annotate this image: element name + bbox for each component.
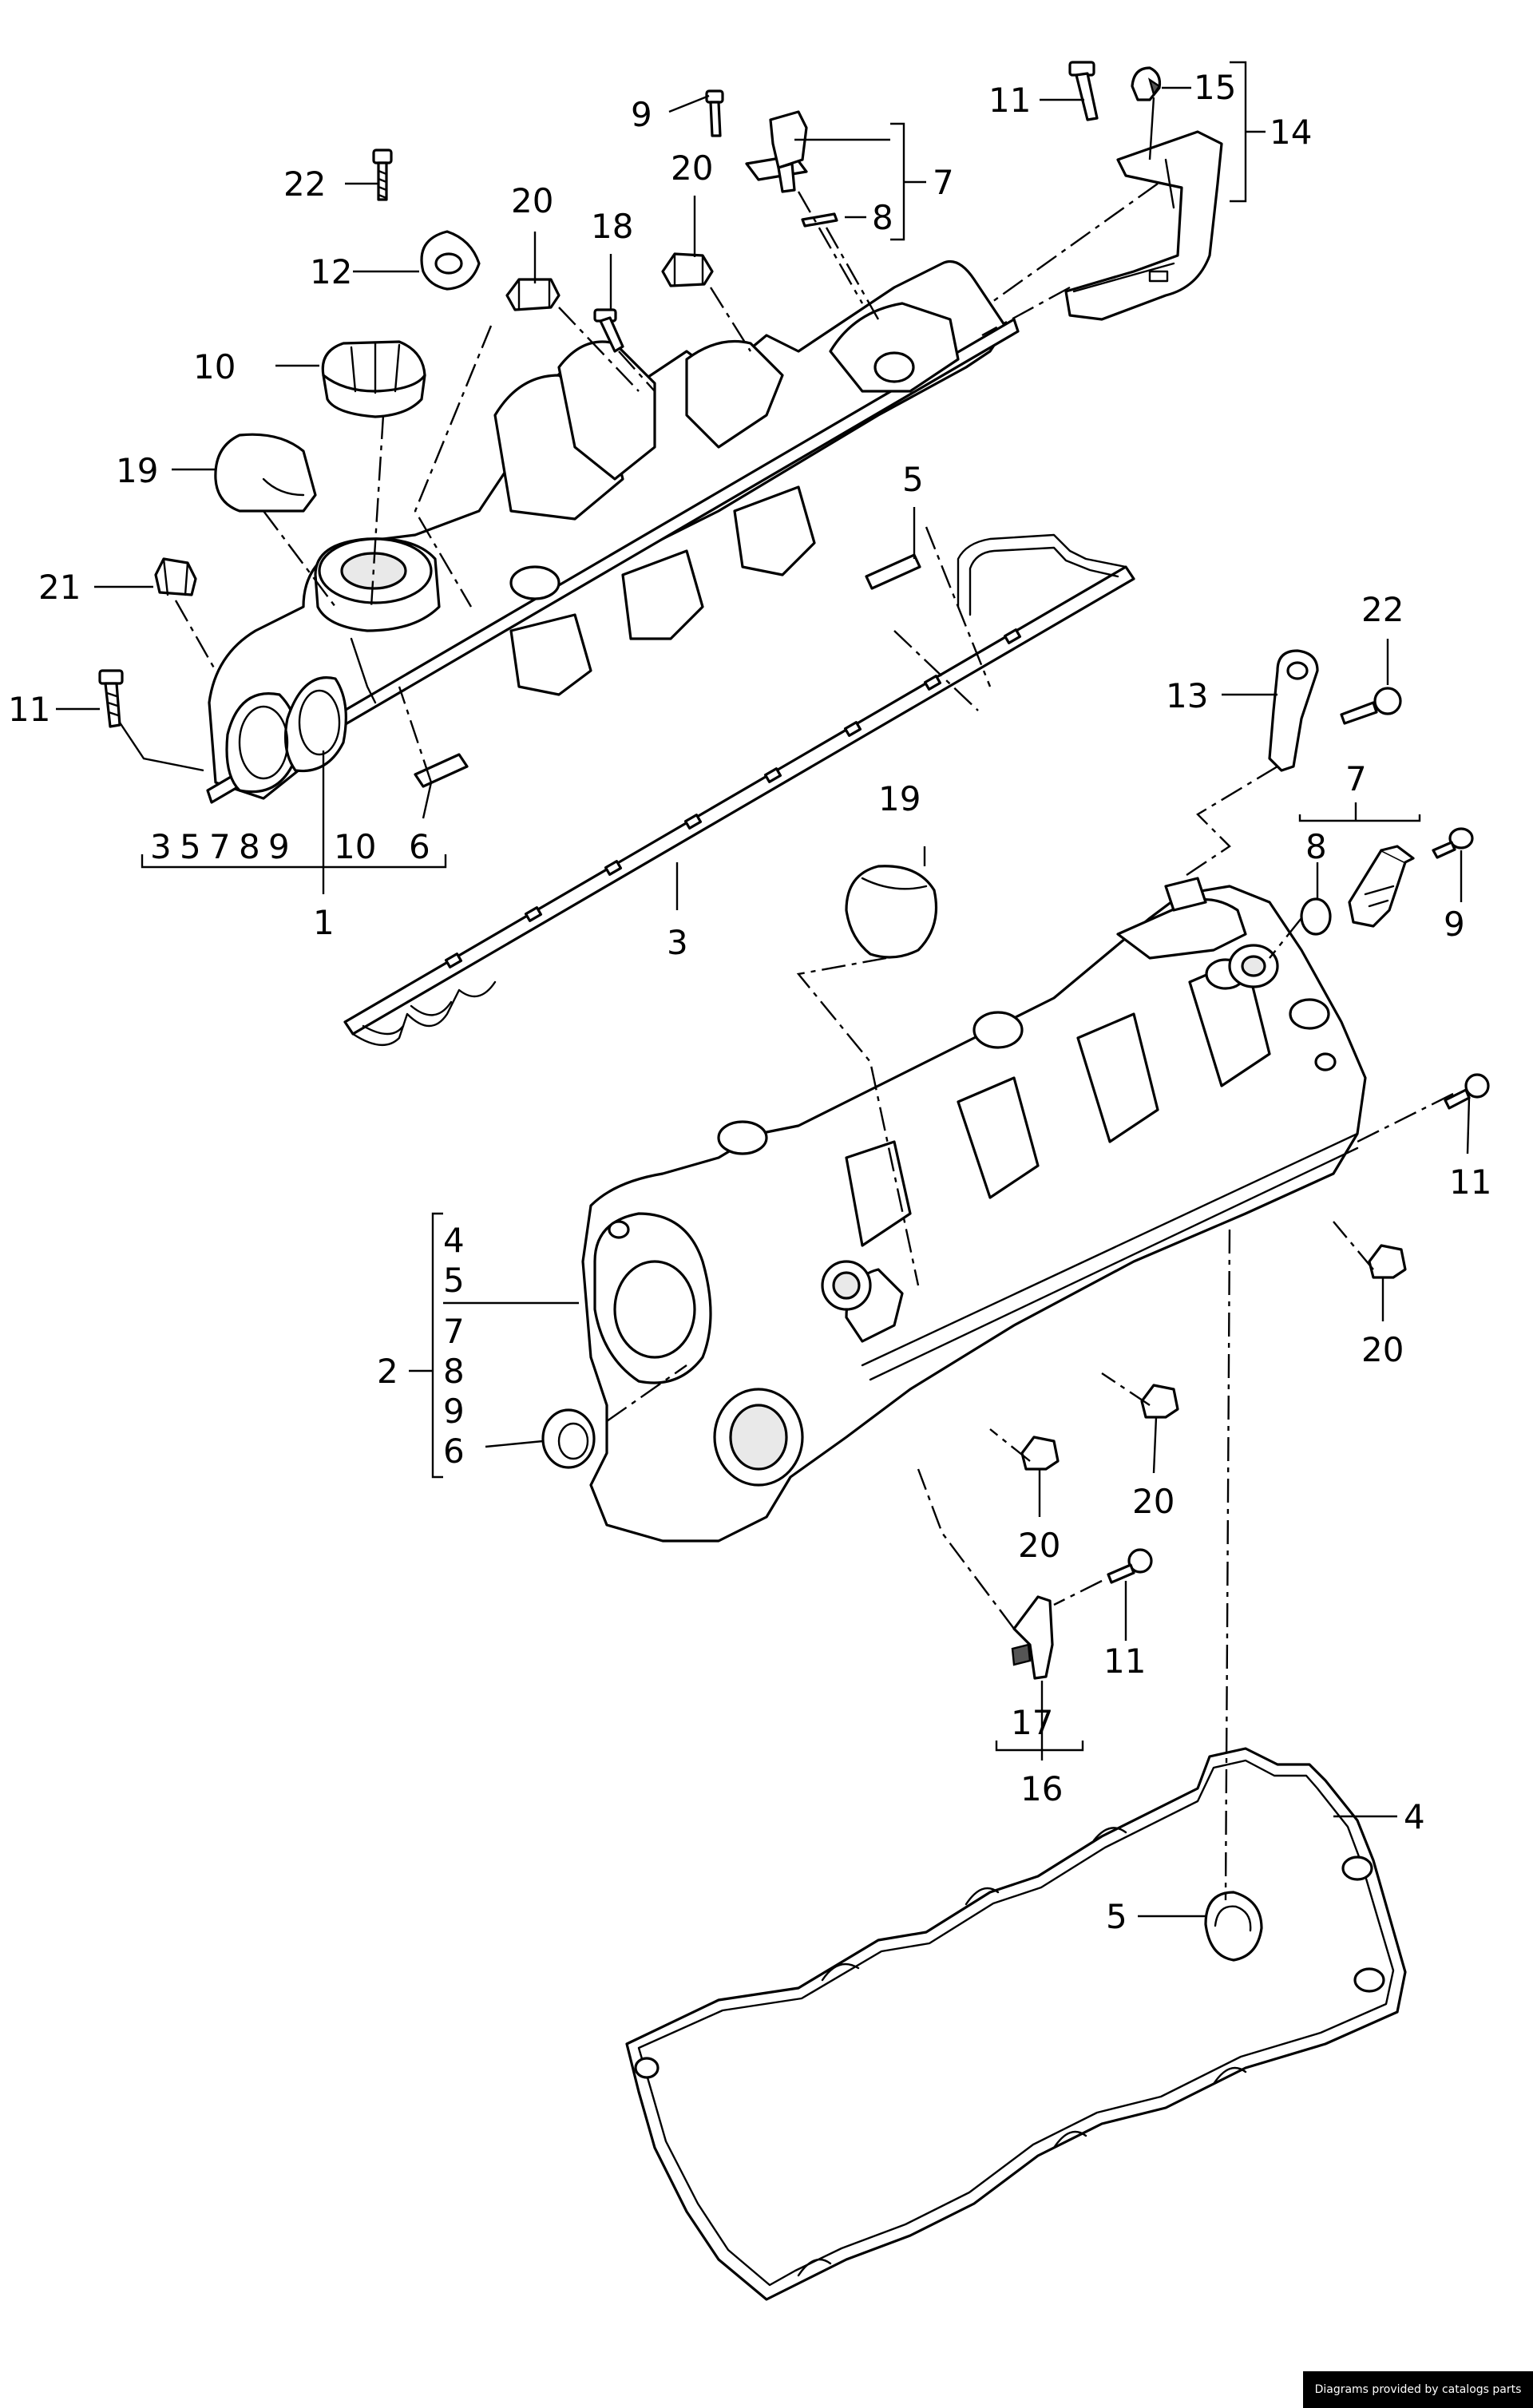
lower-valve-cover bbox=[581, 877, 1367, 1543]
group2-item: 4 bbox=[443, 1221, 465, 1260]
clip-20-b bbox=[661, 252, 714, 287]
ring-5-bottom bbox=[1204, 1891, 1263, 1962]
bolt-22-top bbox=[372, 149, 393, 201]
callout-4: 4 bbox=[1404, 1797, 1425, 1836]
callout-11-right: 11 bbox=[1449, 1162, 1491, 1202]
callout-8-right: 8 bbox=[1305, 827, 1327, 866]
group2-item: 6 bbox=[443, 1432, 465, 1471]
callout-5-bottom: 5 bbox=[1106, 1897, 1127, 1936]
bolt-18 bbox=[593, 308, 624, 353]
callout-20-e: 20 bbox=[1018, 1526, 1060, 1565]
credit-badge: Diagrams provided by catalogs parts bbox=[1303, 2371, 1533, 2408]
callout-10: 10 bbox=[193, 347, 236, 386]
callout-7-right: 7 bbox=[1345, 759, 1367, 798]
bracket-14 bbox=[1064, 130, 1223, 321]
callout-11-lower: 11 bbox=[1103, 1642, 1146, 1681]
bolt-9-top bbox=[705, 89, 724, 137]
callout-11-left: 11 bbox=[8, 690, 50, 729]
callout-18: 18 bbox=[591, 207, 633, 246]
callout-13: 13 bbox=[1166, 676, 1208, 715]
callout-2: 2 bbox=[377, 1352, 398, 1391]
gasket-3 bbox=[343, 533, 1135, 1047]
washer-12 bbox=[420, 230, 481, 291]
ring-6-top bbox=[414, 753, 469, 788]
leader-lines bbox=[56, 61, 1471, 1918]
bracket-16 bbox=[1011, 1595, 1054, 1680]
sensor-7-right bbox=[1348, 845, 1415, 928]
group1-item: 9 bbox=[268, 827, 290, 866]
group2-item: 9 bbox=[443, 1392, 465, 1431]
callout-8-top: 8 bbox=[872, 198, 893, 237]
callout-14: 14 bbox=[1270, 113, 1312, 152]
sensor-7-top bbox=[745, 110, 808, 193]
callout-9-top: 9 bbox=[631, 95, 652, 134]
pin-5-top bbox=[865, 553, 921, 590]
callout-19-right: 19 bbox=[878, 779, 921, 818]
oil-cap-10 bbox=[321, 340, 426, 418]
bolt-11-left bbox=[98, 669, 124, 728]
clip-20-c bbox=[1368, 1244, 1407, 1279]
callout-21: 21 bbox=[38, 568, 81, 607]
group1-item: 3 bbox=[150, 827, 172, 866]
upper-valve-cover bbox=[206, 259, 1020, 804]
cap-19-top bbox=[214, 433, 317, 513]
group1-item: 8 bbox=[239, 827, 260, 866]
callout-11-top: 11 bbox=[988, 81, 1031, 120]
bolt-11-lower bbox=[1107, 1548, 1153, 1584]
callout-12: 12 bbox=[310, 252, 352, 291]
bracket-13 bbox=[1268, 649, 1319, 772]
callout-17: 17 bbox=[1011, 1703, 1053, 1742]
clip-20-a bbox=[505, 278, 561, 311]
group2-item: 7 bbox=[443, 1312, 465, 1351]
ring-8-top bbox=[801, 212, 838, 228]
callout-22-top: 22 bbox=[283, 164, 326, 204]
callout-19-top: 19 bbox=[116, 451, 158, 490]
callout-7-top: 7 bbox=[933, 163, 954, 202]
assembly-lines bbox=[174, 183, 1454, 1901]
callout-20-b: 20 bbox=[671, 149, 713, 188]
bolt-22-right bbox=[1340, 687, 1402, 725]
clip-15 bbox=[1131, 66, 1162, 101]
callout-5-top: 5 bbox=[902, 460, 924, 499]
bolt-11-right bbox=[1444, 1073, 1490, 1110]
callout-1: 1 bbox=[313, 903, 335, 942]
group1-item: 7 bbox=[209, 827, 231, 866]
callout-20-c: 20 bbox=[1361, 1330, 1404, 1369]
group2-item: 8 bbox=[443, 1352, 465, 1391]
callout-16: 16 bbox=[1020, 1769, 1063, 1808]
clip-20-d bbox=[1140, 1384, 1179, 1419]
group1-item: 6 bbox=[409, 827, 430, 866]
callout-20-a: 20 bbox=[511, 181, 553, 220]
clip-20-e bbox=[1020, 1436, 1060, 1471]
group1-item: 5 bbox=[180, 827, 201, 866]
group1-item: 10 bbox=[334, 827, 376, 866]
callout-22-right: 22 bbox=[1361, 590, 1404, 629]
callout-15: 15 bbox=[1194, 68, 1236, 107]
callout-3: 3 bbox=[667, 923, 688, 962]
gasket-4 bbox=[625, 1747, 1407, 2301]
callout-9-right: 9 bbox=[1444, 905, 1465, 944]
cap-19-right bbox=[845, 865, 938, 959]
bolt-11-top bbox=[1068, 61, 1099, 121]
bolt-9-right bbox=[1432, 827, 1474, 859]
callout-labels: 9 11 15 14 22 20 20 7 8 12 18 10 19 5 21… bbox=[8, 68, 1491, 1936]
group2-item: 5 bbox=[443, 1261, 465, 1300]
seal-6-lower bbox=[541, 1408, 596, 1469]
callout-20-d: 20 bbox=[1132, 1482, 1175, 1521]
ring-8-right bbox=[1300, 897, 1332, 936]
clip-21 bbox=[154, 557, 197, 596]
